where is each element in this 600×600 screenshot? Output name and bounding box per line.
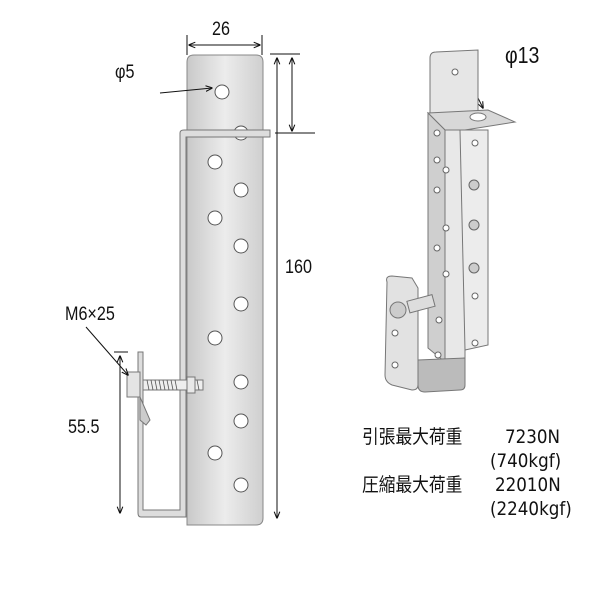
tension-label: 引張最大荷重 xyxy=(362,426,463,448)
compression-value: 22010N xyxy=(495,474,561,496)
tension-value: 7230N xyxy=(505,426,561,448)
length-dimension: 160 xyxy=(285,257,312,278)
strip-front-view xyxy=(186,54,264,526)
tension-kgf: (740kgf) xyxy=(490,450,562,472)
hook-height-dimension: 55.5 xyxy=(68,417,100,438)
width-dimension: 26 xyxy=(212,19,230,40)
bolt-size-label: M6×25 xyxy=(65,304,115,325)
bracket-perspective-view xyxy=(384,49,517,393)
compression-label: 圧縮最大荷重 xyxy=(362,474,463,496)
j-hook xyxy=(126,129,271,518)
large-hole-diameter-label: φ13 xyxy=(505,42,540,68)
dimension-lines xyxy=(85,35,483,518)
hole-diameter-label: φ5 xyxy=(115,62,135,83)
compression-kgf: (2240kgf) xyxy=(490,498,572,520)
